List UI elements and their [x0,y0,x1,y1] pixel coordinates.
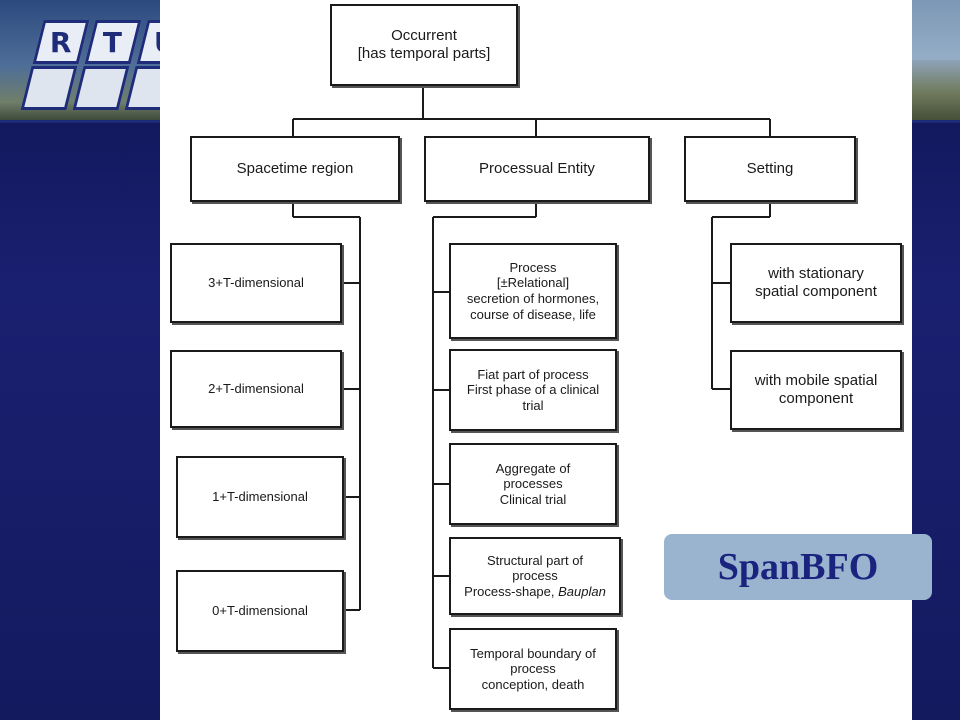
node-0t-dimensional: 0+T-dimensional [176,570,344,652]
node-label: with stationary spatial component [755,265,877,300]
node-label: Setting [746,160,794,177]
node-mobile-spatial-component: with mobile spatial component [730,350,902,430]
italic-term: Bauplan [558,583,606,599]
node-stationary-spatial-component: with stationary spatial component [730,243,902,323]
banner-photo-right [910,60,960,120]
node-3t-dimensional: 3+T-dimensional [170,243,342,323]
node-label: Structural part of process Process-shape… [464,552,606,599]
node-label: 0+T-dimensional [212,603,308,619]
node-label: Fiat part of process First phase of a cl… [466,366,600,413]
node-label: Spacetime region [236,160,354,177]
node-structural-part-of-process: Structural part of process Process-shape… [449,537,621,615]
node-label: Temporal boundary of process conception,… [470,645,596,692]
logo-letter-r: R [50,25,72,59]
node-temporal-boundary-of-process: Temporal boundary of process conception,… [449,628,617,710]
connector-lines [292,86,771,669]
node-label: with mobile spatial component [754,372,878,407]
node-setting: Setting [684,136,856,202]
spanbfo-badge: SpanBFO [664,534,932,600]
logo-letter-t: T [103,25,123,59]
node-label: 3+T-dimensional [208,275,304,291]
node-occurrent: Occurrent [has temporal parts] [330,4,518,86]
node-aggregate-of-processes: Aggregate of processes Clinical trial [449,443,617,525]
node-spacetime-region: Spacetime region [190,136,400,202]
node-process: Process [±Relational] secretion of hormo… [449,243,617,339]
badge-label: SpanBFO [717,546,879,588]
node-label: 1+T-dimensional [212,489,308,505]
node-label: 2+T-dimensional [208,381,304,397]
node-1t-dimensional: 1+T-dimensional [176,456,344,538]
diagram-panel: Occurrent [has temporal parts] Spacetime… [160,0,912,720]
node-label: Aggregate of processes Clinical trial [495,460,571,507]
node-processual-entity: Processual Entity [424,136,650,202]
node-label: Processual Entity [479,160,595,177]
node-2t-dimensional: 2+T-dimensional [170,350,342,428]
node-fiat-part-of-process: Fiat part of process First phase of a cl… [449,349,617,431]
node-label: Process [±Relational] secretion of hormo… [466,259,600,322]
node-label: Occurrent [has temporal parts] [357,27,491,62]
